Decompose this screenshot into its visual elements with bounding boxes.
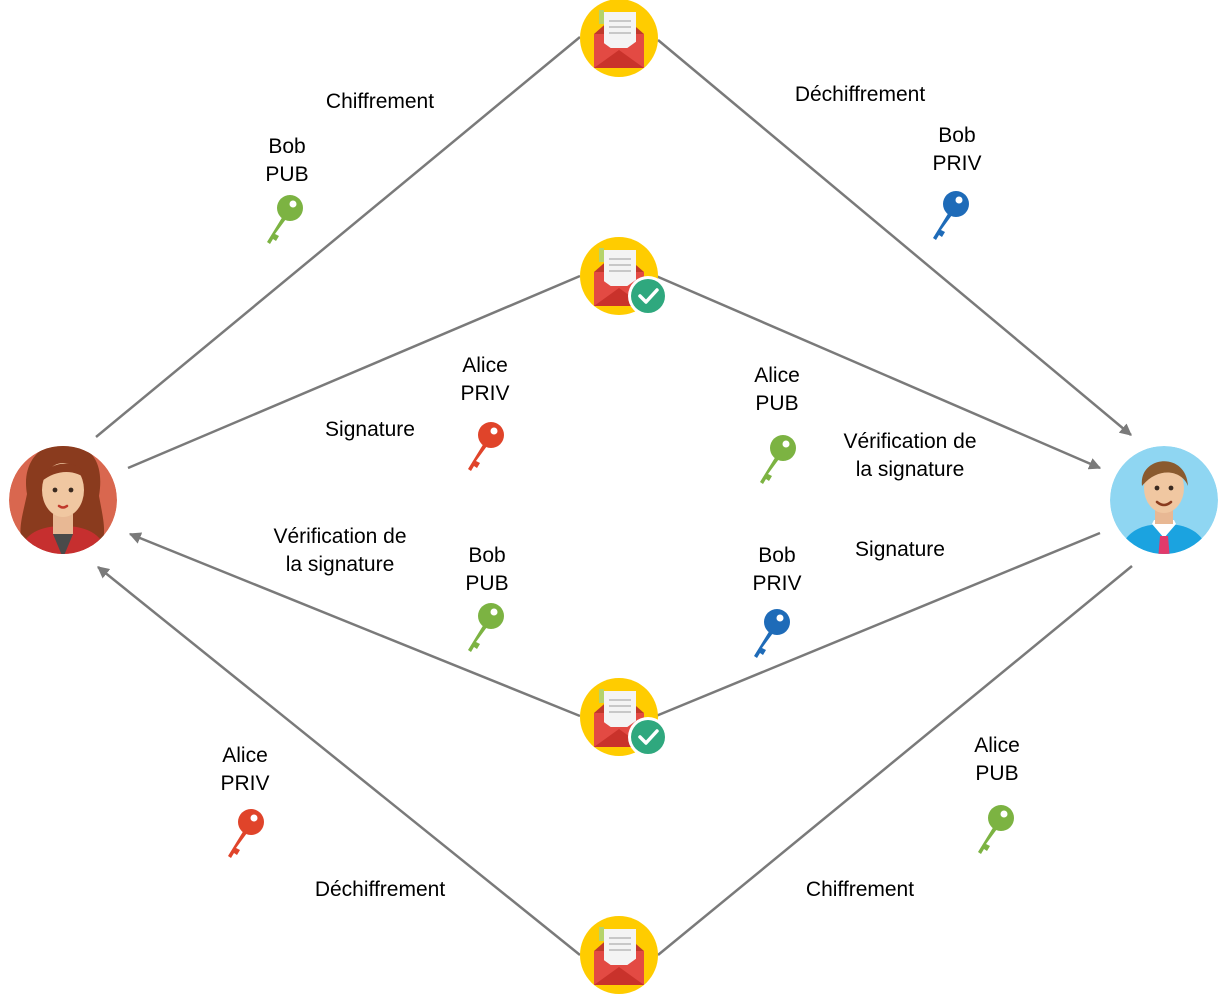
signed-envelope-icon	[580, 678, 670, 759]
key-icon	[267, 195, 303, 244]
key-icon	[933, 191, 969, 240]
arrow-alice-to-signed-envelope	[127, 274, 581, 470]
operation-label-signature: Signature	[855, 538, 945, 561]
operation-label-chiffrement: Chiffrement	[325, 90, 435, 113]
arrow-bottom-envelope-to-alice	[97, 566, 581, 956]
operation-label-chiffrement: Chiffrement	[805, 878, 915, 901]
check-badge-icon	[626, 274, 670, 318]
bob-avatar-icon	[1110, 446, 1218, 554]
operation-label-dechiffrement: Déchiffrement	[314, 878, 446, 901]
arrow-signed-envelope-to-alice	[128, 532, 581, 718]
check-badge-icon	[626, 715, 670, 759]
arrow-alice-to-top-envelope	[95, 36, 581, 438]
operation-label-signature: Signature	[325, 418, 415, 441]
arrow-bob-to-signed-envelope	[655, 531, 1101, 718]
key-icon	[468, 422, 504, 471]
arrow-signed-envelope-to-bob	[655, 274, 1102, 470]
envelope-icon	[580, 916, 658, 994]
operation-label-dechiffrement: Déchiffrement	[794, 83, 926, 106]
envelope-icon	[580, 0, 658, 77]
alice-avatar-icon	[9, 446, 117, 554]
key-icon	[978, 805, 1014, 854]
key-icon	[760, 435, 796, 484]
key-icon	[754, 609, 790, 658]
arrows	[95, 36, 1133, 956]
key-icon	[468, 603, 504, 652]
signed-envelope-icon	[580, 237, 670, 318]
key-icon	[228, 809, 264, 858]
arrow-top-envelope-to-bob	[657, 39, 1132, 436]
arrow-bob-to-bottom-envelope	[657, 565, 1133, 956]
